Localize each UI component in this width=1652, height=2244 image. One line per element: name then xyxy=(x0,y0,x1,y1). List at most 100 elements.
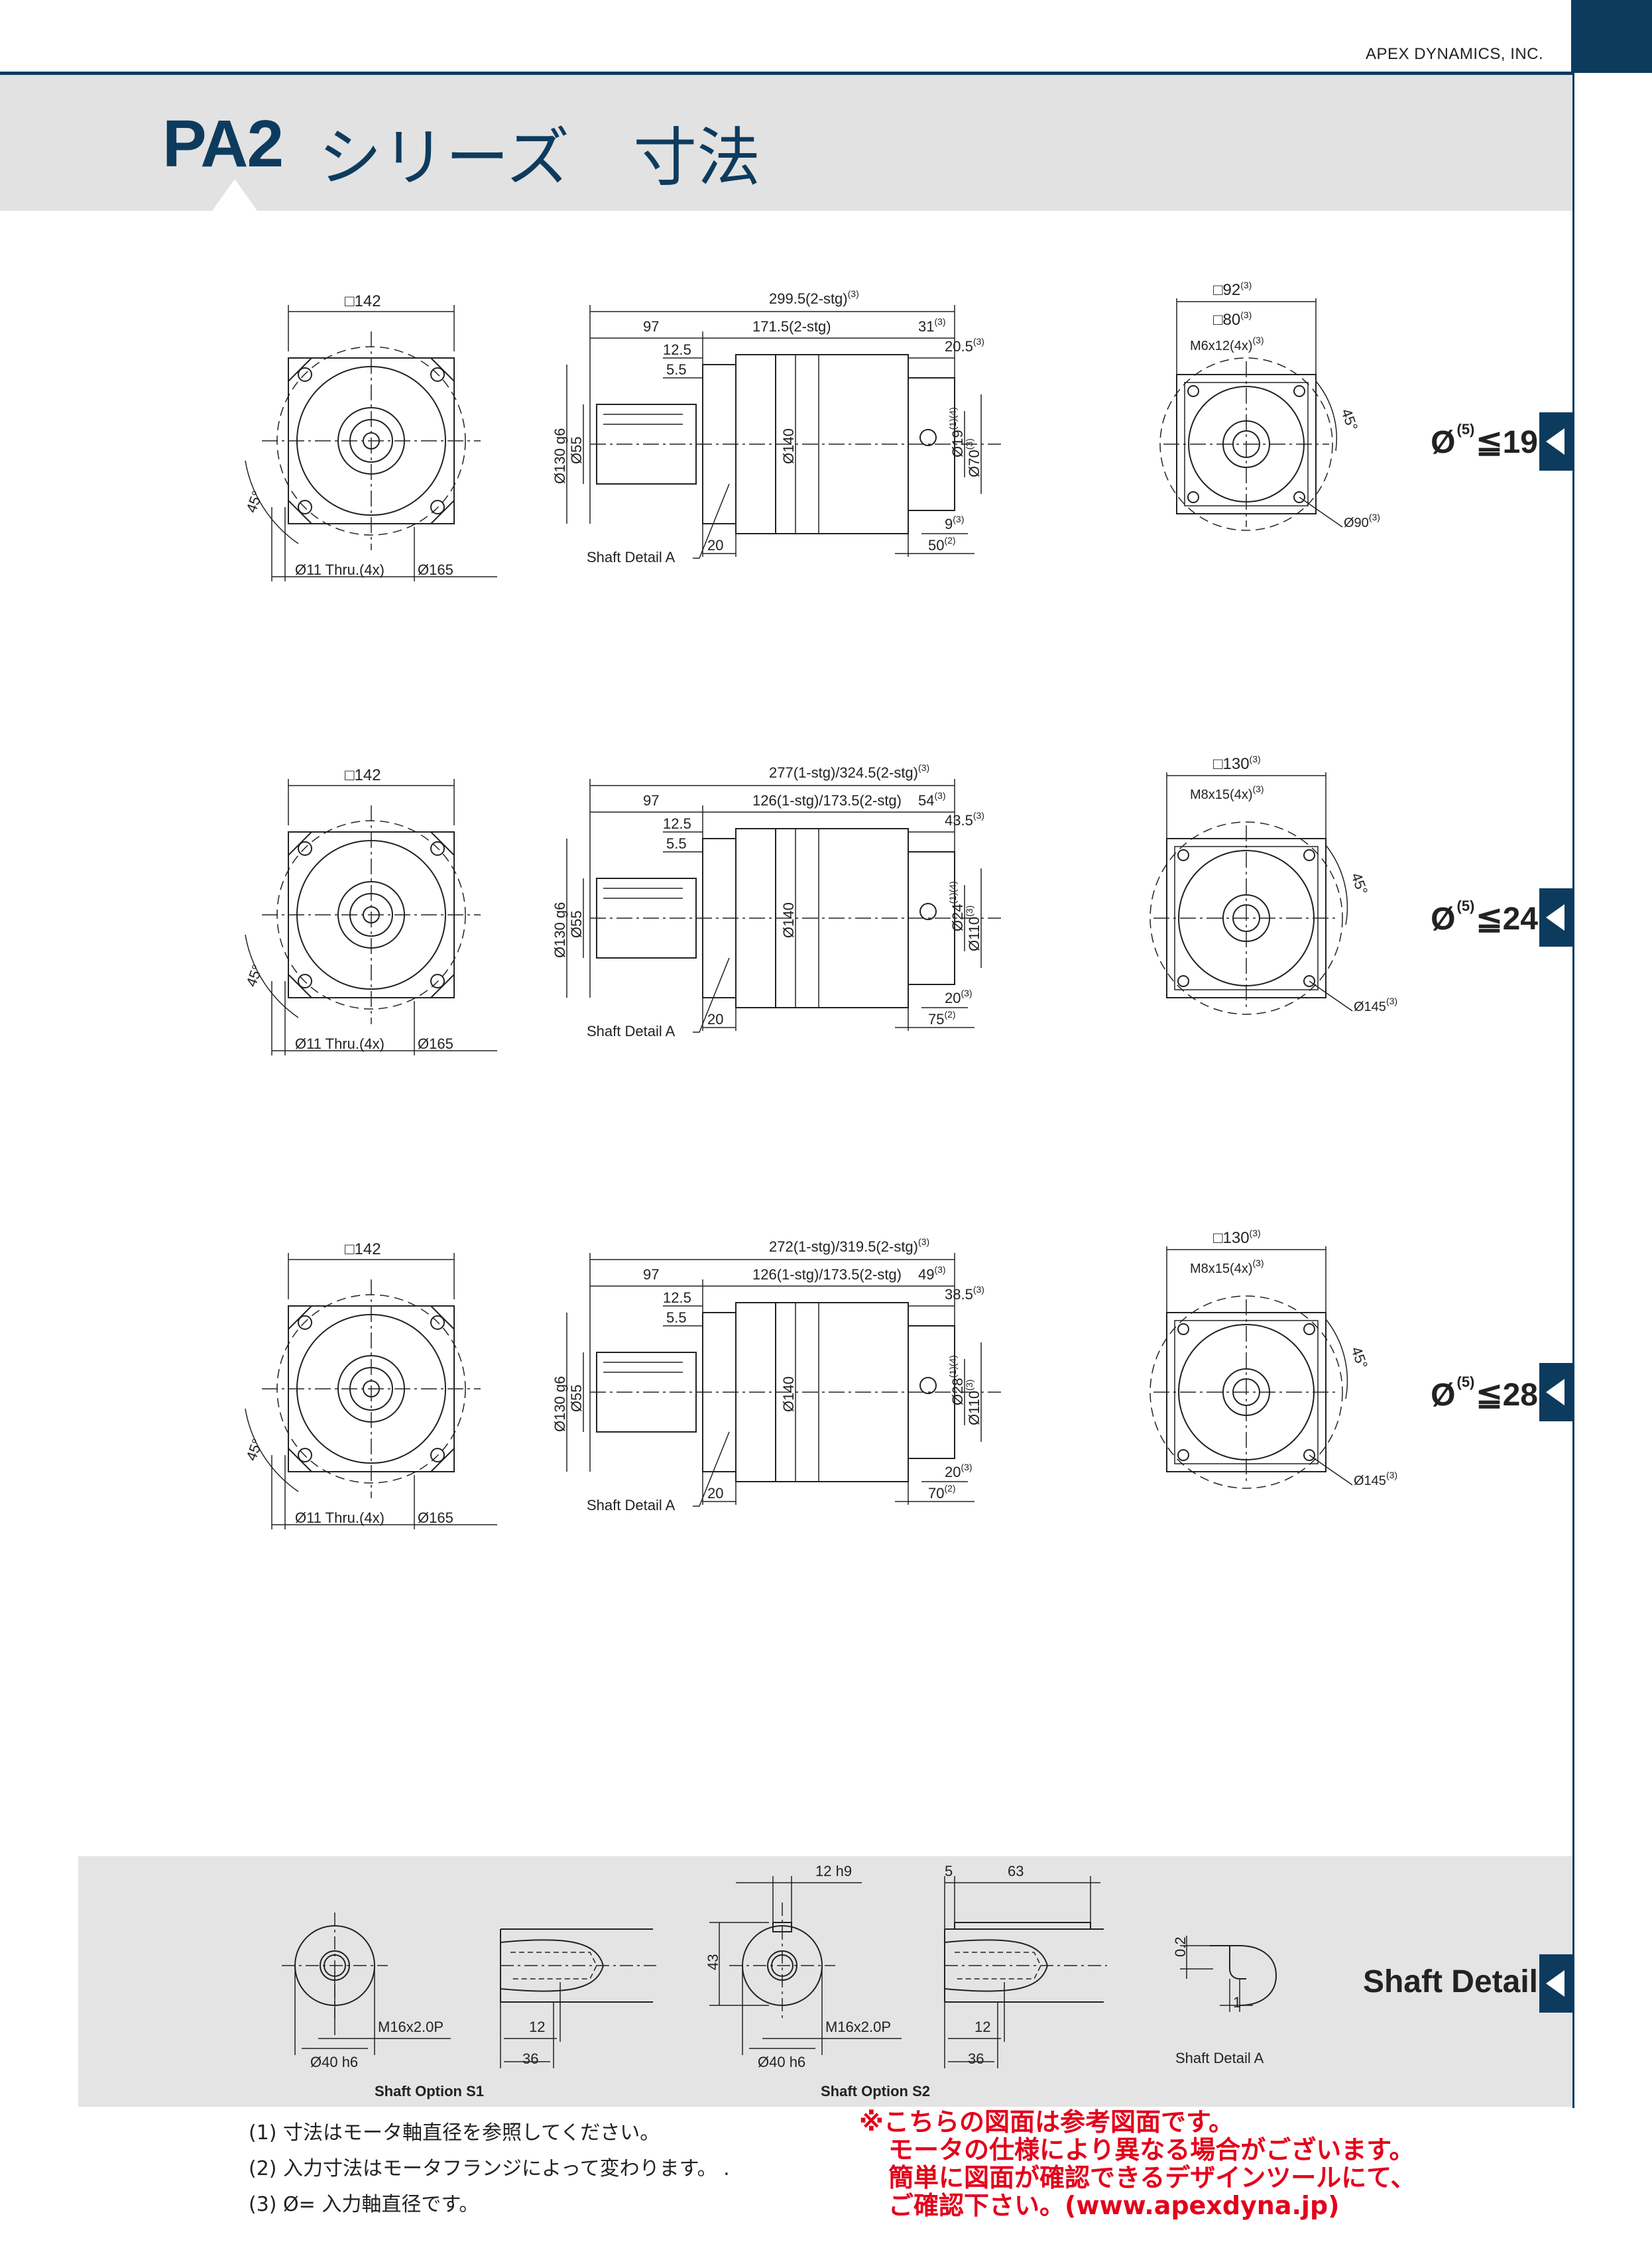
side-total-label: 277(1-stg)/324.5(2-stg)(3) xyxy=(769,762,929,781)
side-shaft-label: Ø55 xyxy=(568,436,585,464)
warning-line-4: ご確認下さい。(www.apexdyna.jp) xyxy=(888,2191,1340,2220)
page-title-code: PA2 xyxy=(162,107,284,181)
warning-line-3: 簡単に図面が確認できるデザインツールにて、 xyxy=(888,2163,1416,2192)
rear-pcd-label: Ø145(3) xyxy=(1354,996,1397,1014)
side-55-label: 5.5 xyxy=(666,1309,687,1326)
s2-tap-label: M16x2.0P xyxy=(825,2019,891,2035)
tab-label-24[interactable]: Ø(5)≦24 xyxy=(1431,898,1538,937)
rear-tap-hole xyxy=(1177,975,1189,987)
side-in2-label: Ø110(3) xyxy=(964,906,982,951)
side-right-label: 54(3) xyxy=(918,790,946,809)
front-angle-arc xyxy=(245,934,299,1018)
s2-caption: Shaft Option S2 xyxy=(821,2083,930,2099)
shaft-s1-side-view xyxy=(500,1928,656,2068)
rear-square-label: □130(3) xyxy=(1213,754,1261,773)
s2-43-label: 43 xyxy=(705,1954,721,1970)
front-bolt-hole xyxy=(430,367,445,382)
side-detail-leader xyxy=(693,957,730,1033)
s2-12-label: 12 xyxy=(974,2019,990,2035)
side-125-label: 12.5 xyxy=(663,1289,691,1306)
rear-angle-label: 45° xyxy=(1338,406,1361,433)
front-bolt-hole xyxy=(298,367,312,382)
s2-dia-label: Ø40 h6 xyxy=(758,2054,805,2070)
drawing-row-1 xyxy=(245,298,1343,581)
rear-angle-arc xyxy=(1325,845,1348,925)
title-band xyxy=(0,75,1572,211)
rear-tap-hole xyxy=(1303,849,1315,861)
drawing-row-3 xyxy=(245,1246,1353,1529)
shaft-detail-band xyxy=(78,1856,1572,2107)
tab-arrow-28-icon[interactable] xyxy=(1539,1363,1574,1421)
rear-tap-hole xyxy=(1293,385,1305,397)
warning-line-2: モータの仕様により異なる場合がございます。 xyxy=(888,2135,1415,2164)
front-bolt-hole xyxy=(298,500,312,514)
header-rule xyxy=(0,72,1572,75)
s2-key-label: 12 h9 xyxy=(815,1863,852,1879)
note-2: (2) 入力寸法はモータフランジによって変わります。 . xyxy=(249,2157,730,2180)
side-body-label: Ø140 xyxy=(780,1376,797,1412)
front-hole-label: Ø11 Thru.(4x) xyxy=(295,1035,384,1052)
side-flange-label: 20 xyxy=(707,1485,723,1502)
side-clamp-hole xyxy=(919,429,937,446)
tab-arrow-24-icon[interactable] xyxy=(1539,888,1574,947)
front-pcd-label: Ø165 xyxy=(418,561,453,578)
detail-a-1-label: 1 xyxy=(1233,1994,1241,2011)
side-body-label: Ø140 xyxy=(780,428,797,464)
rear-tap-hole xyxy=(1177,1323,1189,1335)
front-bolt-hole xyxy=(298,1448,312,1462)
front-hole-label: Ø11 Thru.(4x) xyxy=(295,561,384,578)
s2-5-label: 5 xyxy=(945,1863,953,1879)
title-notch xyxy=(212,179,257,211)
rear-tap-label: M6x12(4x)(3) xyxy=(1190,335,1264,353)
front-pcd-label: Ø165 xyxy=(418,1509,453,1526)
note-3: (3) Ø= 入力軸直径です。 xyxy=(249,2193,479,2216)
shaft-s1-end-view xyxy=(282,1913,451,2055)
tab-label-shaft-detail[interactable]: Shaft Detail xyxy=(1362,1964,1538,1999)
front-bolt-hole xyxy=(298,1315,312,1330)
side-body-label: Ø140 xyxy=(780,902,797,938)
side-pilot-label: Ø130 g6 xyxy=(552,428,568,484)
tab-arrow-19-icon[interactable] xyxy=(1539,412,1574,471)
tab-label-28[interactable]: Ø(5)≦28 xyxy=(1431,1374,1538,1413)
side-mid-label: 126(1-stg)/173.5(2-stg) xyxy=(752,792,902,809)
rear-angle-label: 45° xyxy=(1348,1344,1371,1371)
rear-pcd-circle xyxy=(1159,357,1333,531)
side-in2-label: Ø70(3) xyxy=(964,438,982,477)
front-bolt-hole xyxy=(298,974,312,988)
side-r2-label: 38.5(3) xyxy=(945,1284,984,1303)
front-bolt-hole xyxy=(430,500,445,514)
side-total-label: 299.5(2-stg)(3) xyxy=(769,288,859,307)
rear-tap-hole xyxy=(1187,491,1199,503)
side-b1-label: 20(3) xyxy=(945,1462,973,1480)
side-in1-label: Ø28(1)(4) xyxy=(947,1355,966,1405)
side-b2-label: 75(2) xyxy=(928,1009,956,1028)
rear-tap-hole xyxy=(1187,385,1199,397)
front-square-label: □142 xyxy=(345,766,381,784)
front-bolt-hole xyxy=(298,841,312,856)
s2-36-label: 36 xyxy=(968,2050,984,2067)
side-mid-label: 126(1-stg)/173.5(2-stg) xyxy=(752,1266,902,1283)
tab-arrow-shaft-detail-icon[interactable] xyxy=(1539,1954,1574,2013)
rear-tap-hole xyxy=(1303,1449,1315,1461)
company-name: APEX DYNAMICS, INC. xyxy=(1366,45,1544,63)
side-shaft-detail-label: Shaft Detail A xyxy=(587,1497,676,1513)
front-bolt-hole xyxy=(430,1448,445,1462)
front-angle-arc xyxy=(245,1408,299,1492)
s1-36-label: 36 xyxy=(522,2050,538,2067)
rear-tap-label: M8x15(4x)(3) xyxy=(1190,784,1264,802)
side-shaft-detail-label: Shaft Detail A xyxy=(587,549,676,565)
front-pcd-label: Ø165 xyxy=(418,1035,453,1052)
tab-label-19[interactable]: Ø(5)≦19 xyxy=(1431,421,1538,460)
corner-block xyxy=(1571,0,1652,73)
side-detail-leader xyxy=(693,1431,730,1507)
side-shaft-detail-label: Shaft Detail A xyxy=(587,1023,676,1039)
rear-tap-hole xyxy=(1303,1323,1315,1335)
side-right-label: 31(3) xyxy=(918,316,946,335)
side-125-label: 12.5 xyxy=(663,341,691,358)
front-square-label: □142 xyxy=(345,1240,381,1258)
rear-angle-arc xyxy=(1325,1319,1348,1399)
side-r2-label: 20.5(3) xyxy=(945,336,984,355)
